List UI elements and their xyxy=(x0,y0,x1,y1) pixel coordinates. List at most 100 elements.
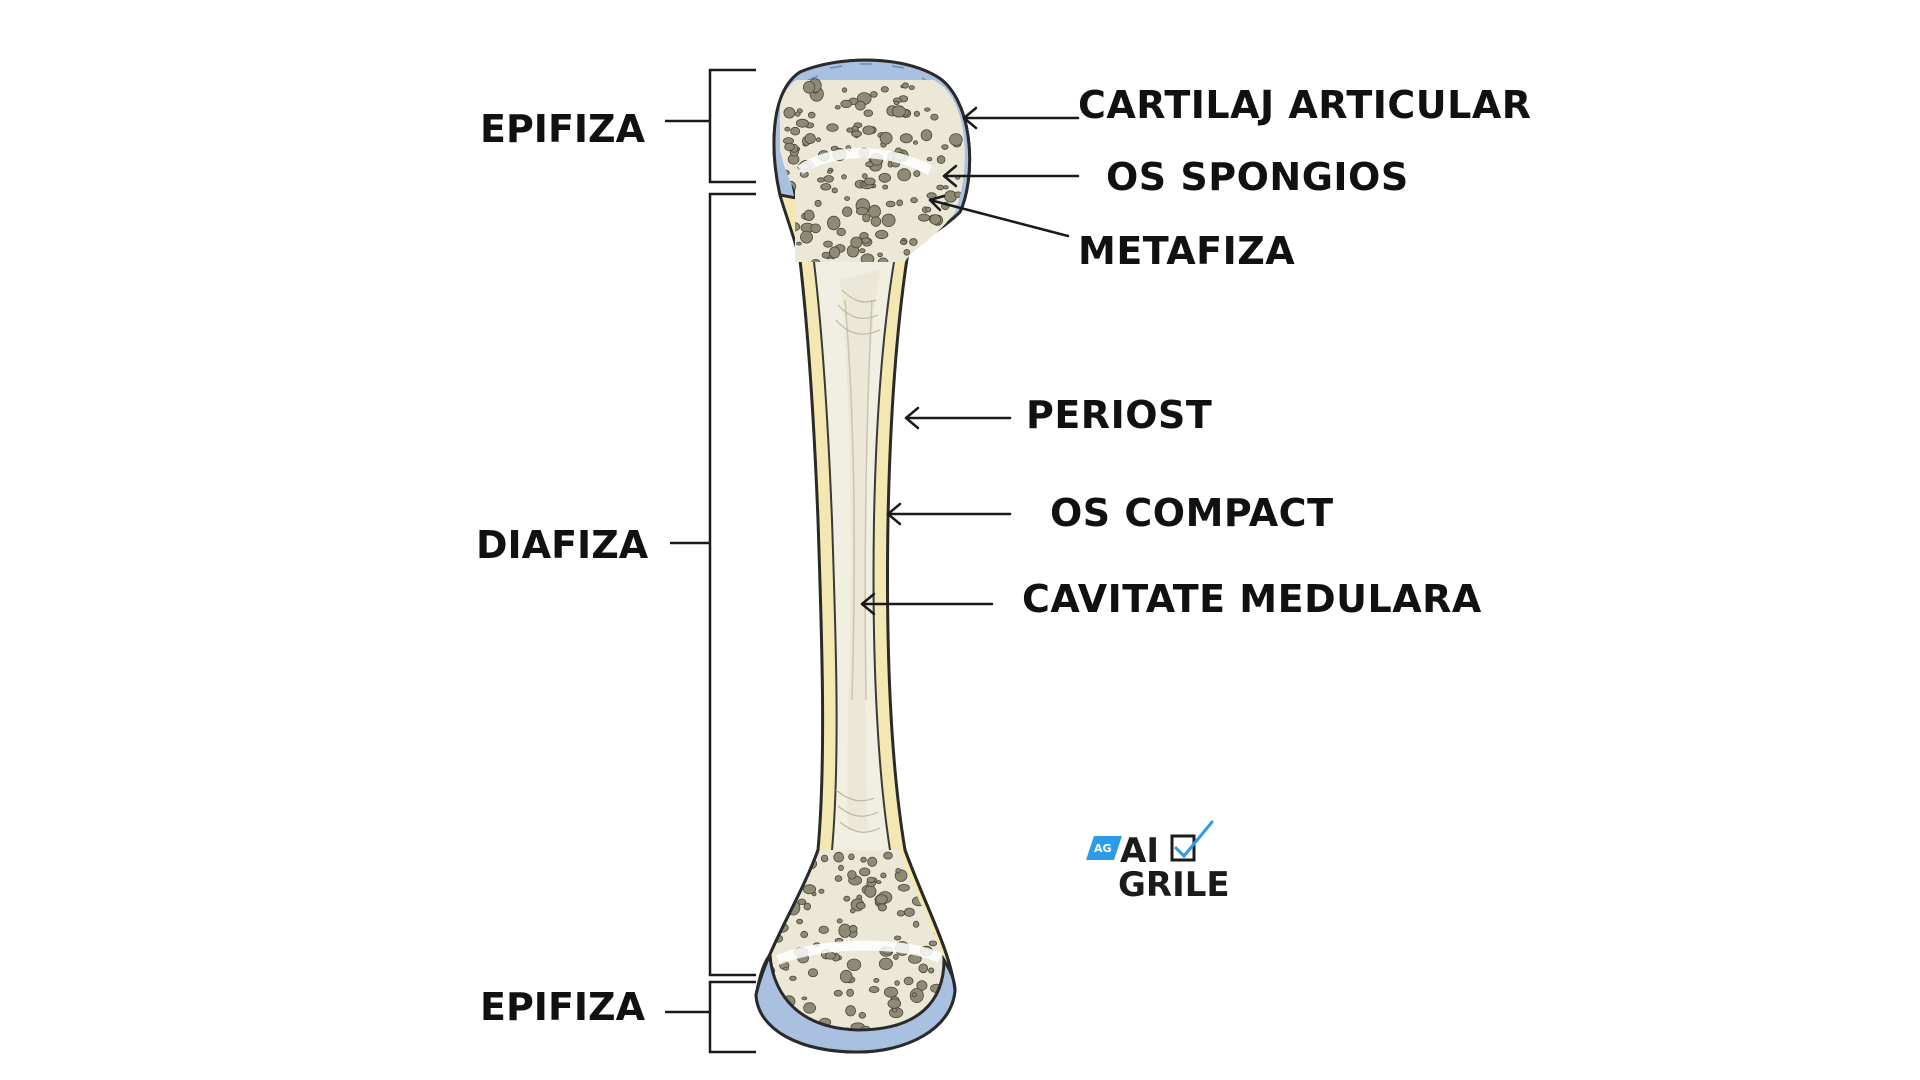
arrow-left-icon xyxy=(928,194,1070,238)
pore xyxy=(856,207,869,216)
pore xyxy=(937,864,943,870)
pore xyxy=(957,259,965,263)
pore xyxy=(908,85,915,90)
pore xyxy=(943,880,952,889)
pore xyxy=(779,891,789,899)
pore xyxy=(797,898,807,905)
pore xyxy=(818,925,829,934)
pore xyxy=(949,133,963,147)
pore xyxy=(820,183,832,191)
pore xyxy=(878,172,892,183)
pore xyxy=(859,248,866,254)
pore xyxy=(870,216,882,227)
pore xyxy=(800,230,813,244)
pore xyxy=(804,133,816,144)
pore xyxy=(841,174,847,180)
pore xyxy=(946,950,952,957)
pore xyxy=(790,126,801,136)
pore xyxy=(758,856,763,866)
pore xyxy=(928,940,938,947)
spongy-bone-top xyxy=(780,78,965,263)
pore xyxy=(877,903,887,912)
pore xyxy=(942,869,952,880)
pore xyxy=(763,890,770,896)
pore xyxy=(875,229,889,240)
pore xyxy=(928,967,935,974)
pore xyxy=(894,980,900,986)
pore xyxy=(946,907,952,912)
pore xyxy=(834,875,843,882)
pore xyxy=(803,902,811,911)
pore xyxy=(913,140,919,145)
pore xyxy=(758,889,760,894)
pore xyxy=(904,907,915,917)
pore xyxy=(936,184,945,191)
articular-cartilage-bottom xyxy=(754,951,957,1054)
pore xyxy=(866,876,876,884)
arrow-left-icon xyxy=(962,106,1080,130)
pore xyxy=(779,883,786,889)
pore xyxy=(802,81,816,94)
pore xyxy=(943,185,949,190)
pore xyxy=(879,131,893,145)
pore xyxy=(926,157,933,162)
pore xyxy=(842,206,853,217)
logo-line1: AI xyxy=(1120,831,1159,871)
pore xyxy=(817,177,826,183)
pore xyxy=(899,239,907,245)
pore xyxy=(861,173,868,180)
pore xyxy=(912,920,920,928)
pore xyxy=(929,214,942,225)
label-periost: PERIOST xyxy=(1026,393,1212,437)
pore xyxy=(924,107,931,112)
pore xyxy=(758,893,769,902)
pore xyxy=(885,200,896,208)
pore xyxy=(784,126,791,132)
pore xyxy=(803,1002,816,1014)
pore xyxy=(775,882,788,897)
bone xyxy=(754,58,972,1054)
pore xyxy=(794,111,801,117)
epiphyseal-line-bottom xyxy=(776,940,943,965)
pore xyxy=(801,996,808,1001)
pore xyxy=(945,912,952,924)
pore xyxy=(868,986,880,994)
pore xyxy=(845,1005,856,1017)
pore xyxy=(940,251,949,261)
pore xyxy=(802,884,817,895)
pore xyxy=(910,197,918,204)
pore xyxy=(958,83,965,89)
pore xyxy=(826,169,833,174)
pore xyxy=(768,917,776,924)
logo-badge xyxy=(1086,836,1122,860)
pore xyxy=(783,107,796,119)
pore xyxy=(893,100,900,106)
pore xyxy=(849,924,858,933)
pore xyxy=(846,958,862,972)
pore xyxy=(903,976,914,986)
pore xyxy=(811,258,821,263)
pore xyxy=(909,988,924,1004)
pore xyxy=(876,880,882,884)
logo-line2: GRILE xyxy=(1118,865,1230,905)
epiphyseal-line-top xyxy=(797,148,933,175)
pore xyxy=(920,129,933,142)
pore xyxy=(818,888,825,894)
pore xyxy=(776,900,789,909)
pore xyxy=(838,864,844,871)
pore xyxy=(878,957,893,971)
pore xyxy=(833,851,844,863)
label-os-spongios: OS SPONGIOS xyxy=(1106,155,1409,199)
pore xyxy=(774,888,783,894)
pore xyxy=(840,99,852,109)
label-cartilaj-articular: CARTILAJ ARTICULAR xyxy=(1078,83,1532,127)
pore xyxy=(850,908,856,914)
pore xyxy=(851,130,862,138)
pore xyxy=(877,257,889,263)
pore xyxy=(862,125,875,135)
pore xyxy=(926,859,938,869)
pore xyxy=(843,895,851,902)
pore xyxy=(825,951,836,960)
pore xyxy=(775,894,782,900)
